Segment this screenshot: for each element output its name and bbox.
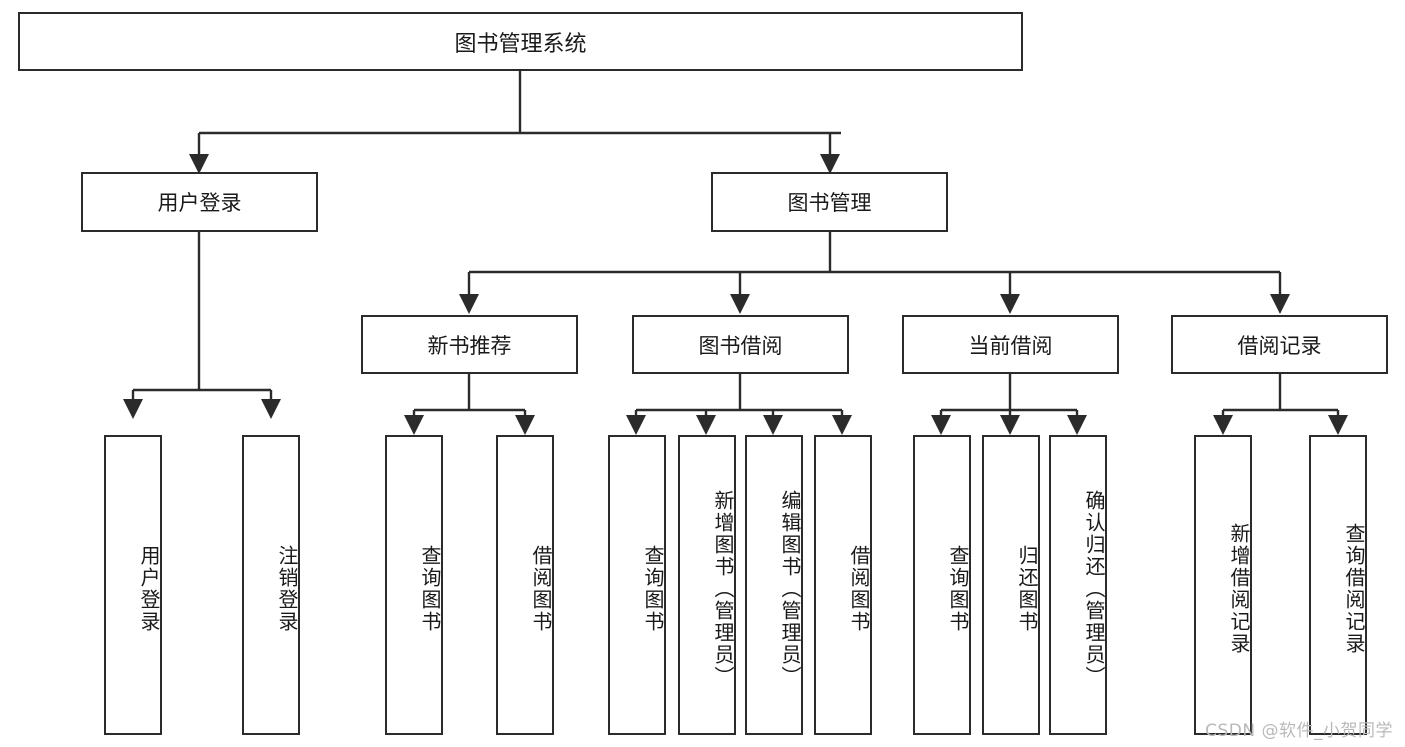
arrow-br-0 <box>1213 415 1233 435</box>
leaf-label: 归还图书 <box>1015 545 1039 633</box>
node-user-login-label: 用户登录 <box>157 191 242 215</box>
leaf-book-borrow-1[interactable]: 新增图书（管理员） <box>678 435 736 735</box>
node-current-borrow-label: 当前借阅 <box>968 333 1053 358</box>
leaf-label: 新增借阅记录 <box>1227 523 1251 655</box>
arrow-cb-1 <box>1000 415 1020 435</box>
node-borrow-record[interactable]: 借阅记录 <box>1171 315 1388 374</box>
arrow-br-1 <box>1328 415 1348 435</box>
leaf-label: 查询图书 <box>641 545 665 633</box>
node-book-borrow[interactable]: 图书借阅 <box>632 315 849 374</box>
leaf-label: 借阅图书 <box>529 545 553 633</box>
arrow-bb-2 <box>763 415 783 435</box>
arrow-bb-0 <box>626 415 646 435</box>
leaf-book-borrow-0[interactable]: 查询图书 <box>608 435 666 735</box>
leaf-label: 新增图书（管理员） <box>711 490 735 688</box>
node-book-borrow-label: 图书借阅 <box>698 333 783 358</box>
node-root[interactable]: 图书管理系统 <box>18 12 1023 71</box>
leaf-borrow-record-0[interactable]: 新增借阅记录 <box>1194 435 1252 735</box>
node-root-label: 图书管理系统 <box>454 31 587 57</box>
arrow-l3-3 <box>1270 294 1290 314</box>
arrow-l3-0 <box>459 294 479 314</box>
arrow-book-manage <box>820 154 840 174</box>
leaf-book-borrow-3[interactable]: 借阅图书 <box>814 435 872 735</box>
leaf-book-borrow-2[interactable]: 编辑图书（管理员） <box>745 435 803 735</box>
arrow-cb-2 <box>1067 415 1087 435</box>
leaf-current-borrow-1[interactable]: 归还图书 <box>982 435 1040 735</box>
node-user-login[interactable]: 用户登录 <box>81 172 318 232</box>
arrow-cb-0 <box>931 415 951 435</box>
arrow-nb-0 <box>404 415 424 435</box>
arrow-leaf-ul-1 <box>261 399 281 419</box>
leaf-label: 查询图书 <box>946 545 970 633</box>
leaf-label: 查询借阅记录 <box>1342 523 1366 655</box>
arrow-bb-1 <box>696 415 716 435</box>
leaf-current-borrow-2[interactable]: 确认归还（管理员） <box>1049 435 1107 735</box>
csdn-watermark: CSDN @软件_小贺同学 <box>1205 721 1393 741</box>
node-borrow-record-label: 借阅记录 <box>1237 333 1322 358</box>
node-new-book-recommend-label: 新书推荐 <box>427 333 512 358</box>
node-book-management[interactable]: 图书管理 <box>711 172 948 232</box>
arrow-l3-2 <box>1000 294 1020 314</box>
node-new-book-recommend[interactable]: 新书推荐 <box>361 315 578 374</box>
leaf-label: 用户登录 <box>137 545 161 633</box>
arrow-nb-1 <box>515 415 535 435</box>
leaf-borrow-record-1[interactable]: 查询借阅记录 <box>1309 435 1367 735</box>
leaf-label: 确认归还（管理员） <box>1082 490 1106 688</box>
leaf-label: 借阅图书 <box>847 545 871 633</box>
leaf-new-book-1[interactable]: 借阅图书 <box>496 435 554 735</box>
leaf-label: 编辑图书（管理员） <box>778 490 802 688</box>
leaf-new-book-0[interactable]: 查询图书 <box>385 435 443 735</box>
arrow-user-login <box>189 154 209 174</box>
leaf-label: 查询图书 <box>418 545 442 633</box>
arrow-l3-1 <box>730 294 750 314</box>
arrow-bb-3 <box>832 415 852 435</box>
leaf-label: 注销登录 <box>275 545 299 633</box>
arrow-leaf-ul-0 <box>123 399 143 419</box>
node-book-management-label: 图书管理 <box>787 191 872 215</box>
node-current-borrow[interactable]: 当前借阅 <box>902 315 1119 374</box>
leaf-user-login-1[interactable]: 注销登录 <box>242 435 300 735</box>
leaf-user-login-0[interactable]: 用户登录 <box>104 435 162 735</box>
leaf-current-borrow-0[interactable]: 查询图书 <box>913 435 971 735</box>
